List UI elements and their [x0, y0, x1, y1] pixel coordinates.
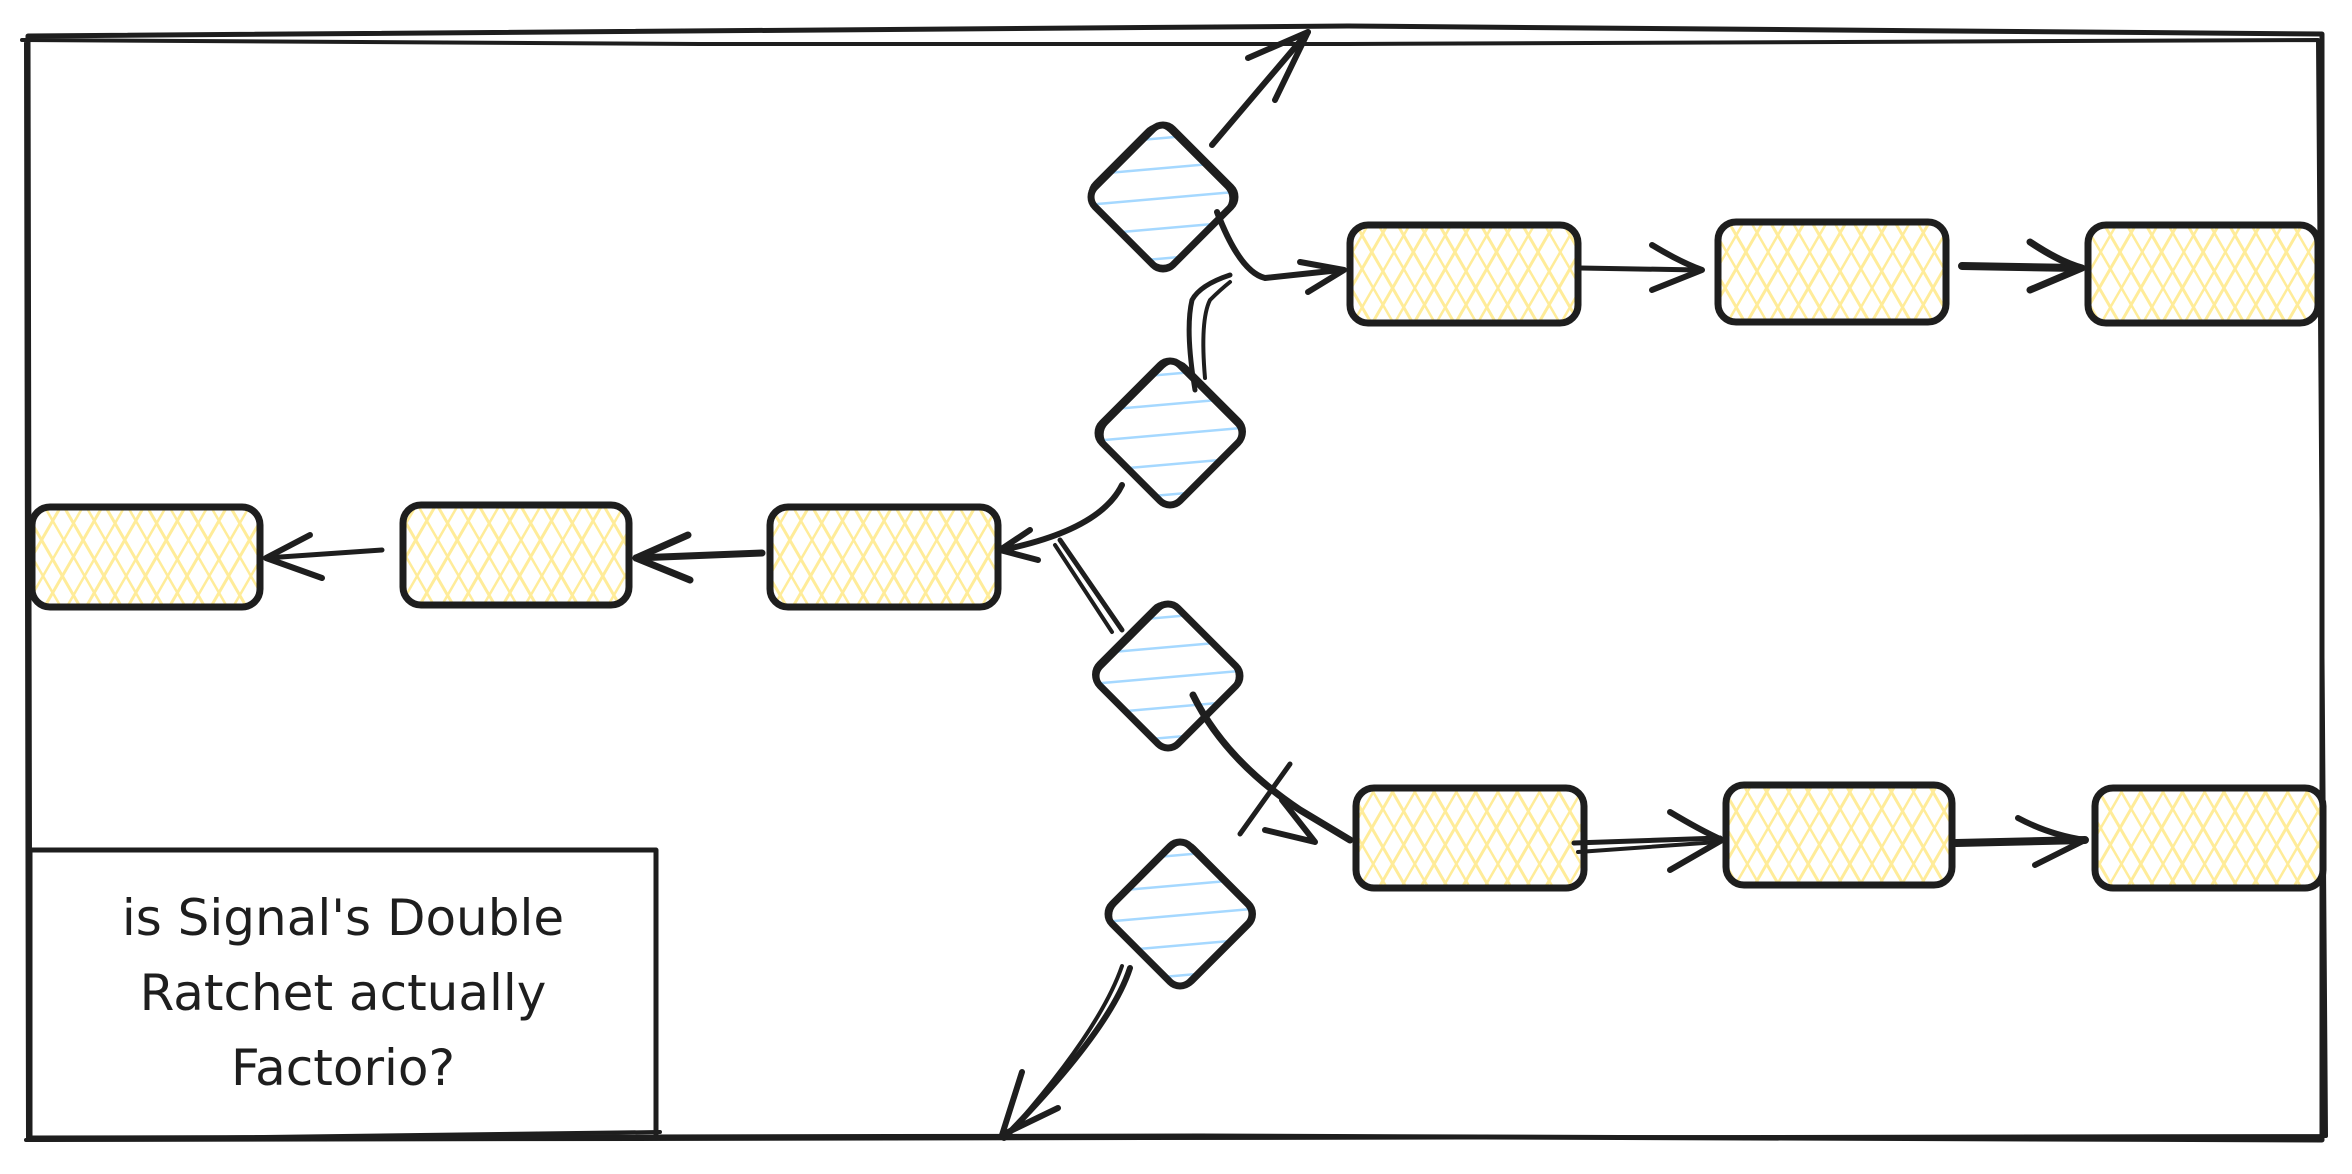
caption-box: is Signal's Double Ratchet actually Fact… — [24, 847, 662, 1142]
arrow-left-box2-to-box3 — [263, 532, 385, 581]
arrow-diamond4-to-diamond3 — [1237, 761, 1293, 837]
chain-bottom-box-1 — [1352, 784, 1588, 892]
chain-top-box-3 — [2084, 221, 2322, 327]
diamond-4 — [1104, 838, 1256, 990]
arrow-left-box1-to-box2 — [632, 531, 766, 584]
chain-top-box-1 — [1346, 221, 1582, 327]
arrow-diamond1-to-top — [1209, 29, 1311, 148]
diamond-3 — [1092, 600, 1244, 752]
caption-line-3: Factorio? — [231, 1039, 455, 1097]
arrow-bottom-box2-to-box3 — [1952, 815, 2089, 868]
chain-left-box-1 — [766, 503, 1002, 611]
arrow-top-box2-to-box3 — [1958, 238, 2086, 294]
arrow-diamond3-to-bottom-box1 — [1189, 691, 1354, 845]
arrow-diamond4-to-bottom — [999, 964, 1133, 1141]
caption-line-2: Ratchet actually — [140, 964, 547, 1022]
chain-left-box-2 — [399, 501, 633, 609]
chain-top-box-2 — [1714, 218, 1950, 326]
chain-bottom-box-3 — [2091, 784, 2327, 892]
arrow-top-box1-to-box2 — [1577, 242, 1705, 293]
chain-left-box-3 — [28, 503, 264, 611]
arrow-diamond1-to-top-box1 — [1214, 209, 1347, 295]
diamond-1 — [1087, 121, 1239, 273]
arrow-diamond3-to-left-box1 — [1053, 537, 1125, 634]
arrow-diamond2-to-top-merge — [1186, 272, 1233, 393]
caption-line-1: is Signal's Double — [122, 889, 564, 947]
diamond-2 — [1094, 357, 1246, 509]
arrow-bottom-box1-to-box2 — [1571, 809, 1725, 873]
arrow-diamond2-to-left-box1 — [997, 482, 1125, 563]
chain-bottom-box-2 — [1722, 781, 1956, 889]
